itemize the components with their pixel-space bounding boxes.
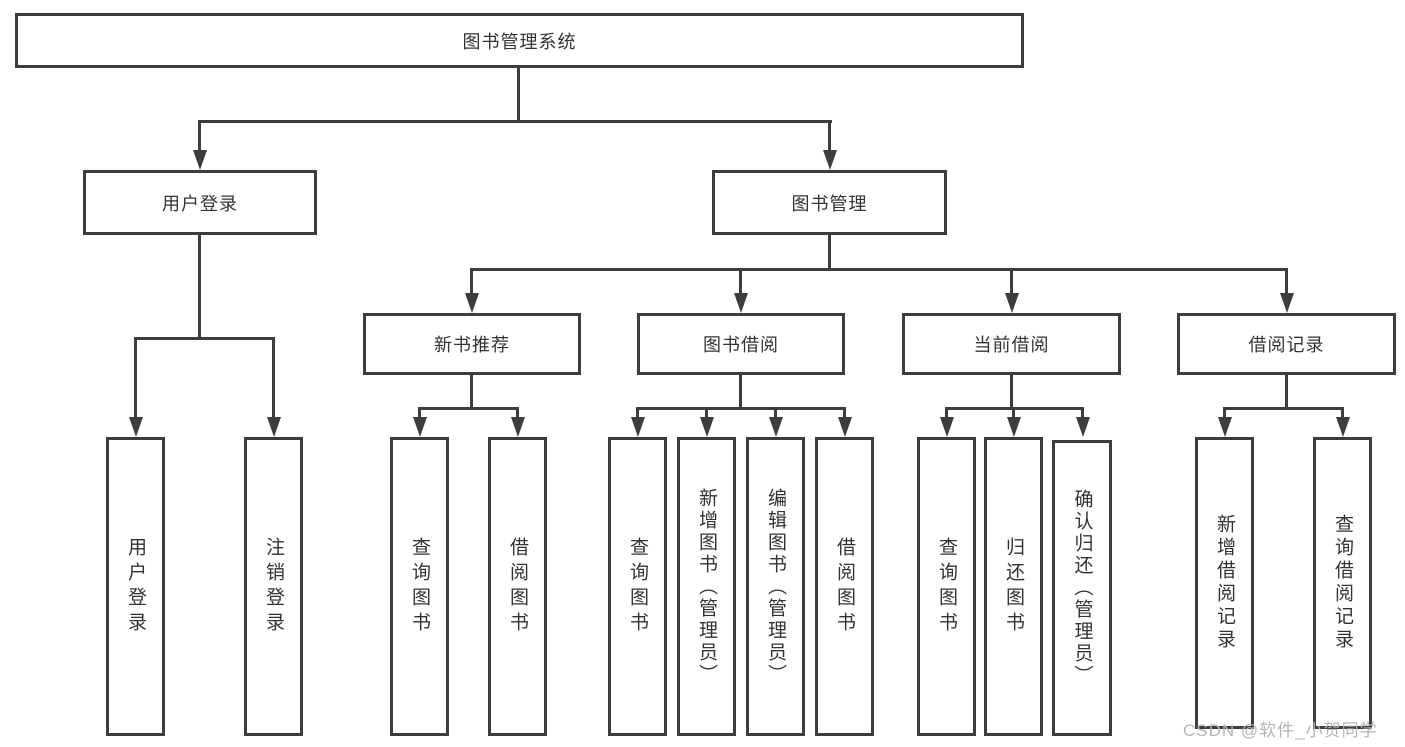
arrow-down-icon <box>769 417 783 437</box>
connector-line <box>739 268 742 293</box>
connector-line <box>843 407 846 419</box>
node-book-management: 图书管理 <box>712 170 947 235</box>
connector-line <box>470 268 1288 271</box>
connector-line <box>418 407 519 410</box>
arrow-down-icon <box>1280 293 1294 313</box>
arrow-down-icon <box>838 417 852 437</box>
connector-line <box>1012 407 1015 419</box>
leaf-confirm-return-admin: 确认归还（管理员） <box>1052 440 1112 736</box>
connector-line <box>199 120 832 123</box>
connector-line <box>1081 407 1084 419</box>
arrow-down-icon <box>511 417 525 437</box>
connector-line <box>134 337 275 340</box>
node-label: 编辑图书（管理员） <box>765 487 786 686</box>
leaf-add-books-admin: 新增图书（管理员） <box>677 437 736 736</box>
leaf-edit-books-admin: 编辑图书（管理员） <box>746 437 805 736</box>
node-current-borrowing: 当前借阅 <box>902 313 1121 375</box>
connector-line <box>705 407 708 419</box>
arrow-down-icon <box>631 417 645 437</box>
connector-line <box>516 407 519 419</box>
leaf-query-borrow-record: 查询借阅记录 <box>1313 437 1372 729</box>
connector-line <box>828 120 831 152</box>
arrow-down-icon <box>267 417 281 437</box>
leaf-add-borrow-record: 新增借阅记录 <box>1195 437 1254 729</box>
leaf-borrow-books-recommend: 借阅图书 <box>488 437 547 736</box>
arrow-down-icon <box>700 417 714 437</box>
arrow-down-icon <box>465 293 479 313</box>
leaf-return-books: 归还图书 <box>984 437 1043 736</box>
connector-line <box>418 407 421 419</box>
node-label: 借阅图书 <box>834 536 855 637</box>
connector-line <box>1010 268 1013 293</box>
connector-line <box>517 68 520 121</box>
connector-line <box>1341 407 1344 419</box>
connector-line <box>636 407 846 410</box>
node-label: 查询图书 <box>627 536 648 637</box>
node-label: 用户登录 <box>162 193 238 214</box>
connector-line <box>272 337 275 417</box>
arrow-down-icon <box>413 417 427 437</box>
node-label: 当前借阅 <box>973 335 1050 355</box>
arrow-down-icon <box>1218 417 1232 437</box>
connector-line <box>945 407 948 419</box>
leaf-user-login: 用户登录 <box>106 437 165 736</box>
leaf-logout: 注销登录 <box>244 437 303 736</box>
leaf-query-books-recommend: 查询图书 <box>390 437 449 736</box>
connector-line <box>470 375 473 407</box>
connector-line <box>636 407 639 419</box>
arrow-down-icon <box>1007 417 1021 437</box>
node-borrowing-records: 借阅记录 <box>1177 313 1396 375</box>
node-label: 注销登录 <box>263 536 284 637</box>
connector-line <box>828 235 831 268</box>
arrow-down-icon <box>1076 417 1090 437</box>
node-library-management-system: 图书管理系统 <box>15 13 1024 68</box>
node-label: 图书管理 <box>791 193 868 214</box>
arrow-down-icon <box>823 150 837 170</box>
node-label: 借阅记录 <box>1248 335 1325 355</box>
arrow-down-icon <box>129 417 143 437</box>
arrow-down-icon <box>1336 417 1350 437</box>
connector-line <box>1223 407 1344 410</box>
node-label: 新书推荐 <box>434 335 510 355</box>
leaf-borrow-books: 借阅图书 <box>815 437 874 736</box>
connector-line <box>1285 375 1288 407</box>
arrow-down-icon <box>193 150 207 170</box>
connector-line <box>198 120 201 152</box>
arrow-down-icon <box>1005 293 1019 313</box>
node-label: 图书管理系统 <box>462 31 577 52</box>
node-new-book-recommend: 新书推荐 <box>363 313 581 375</box>
node-label: 查询图书 <box>936 536 957 637</box>
leaf-query-books-borrowing: 查询图书 <box>608 437 667 736</box>
node-book-borrowing: 图书借阅 <box>637 313 845 375</box>
connector-line <box>739 375 742 407</box>
node-label: 查询图书 <box>409 536 430 637</box>
connector-line <box>470 268 473 293</box>
node-label: 查询借阅记录 <box>1332 514 1353 652</box>
arrow-down-icon <box>734 293 748 313</box>
connector-line <box>774 407 777 419</box>
node-label: 归还图书 <box>1003 536 1024 637</box>
node-label: 确认归还（管理员） <box>1071 489 1093 687</box>
node-label: 新增借阅记录 <box>1214 514 1235 652</box>
leaf-query-books-current: 查询图书 <box>917 437 976 736</box>
node-label: 用户登录 <box>125 536 146 637</box>
connector-line <box>134 337 137 417</box>
connector-line <box>198 235 201 337</box>
connector-line <box>1285 268 1288 293</box>
csdn-watermark: CSDN @软件_小贺同学 <box>1183 721 1378 740</box>
arrow-down-icon <box>940 417 954 437</box>
node-label: 新增图书（管理员） <box>696 487 717 686</box>
connector-line <box>1223 407 1226 419</box>
node-label: 借阅图书 <box>507 536 528 637</box>
connector-line <box>1010 375 1013 407</box>
node-label: 图书借阅 <box>703 335 779 355</box>
node-user-login: 用户登录 <box>83 170 317 235</box>
